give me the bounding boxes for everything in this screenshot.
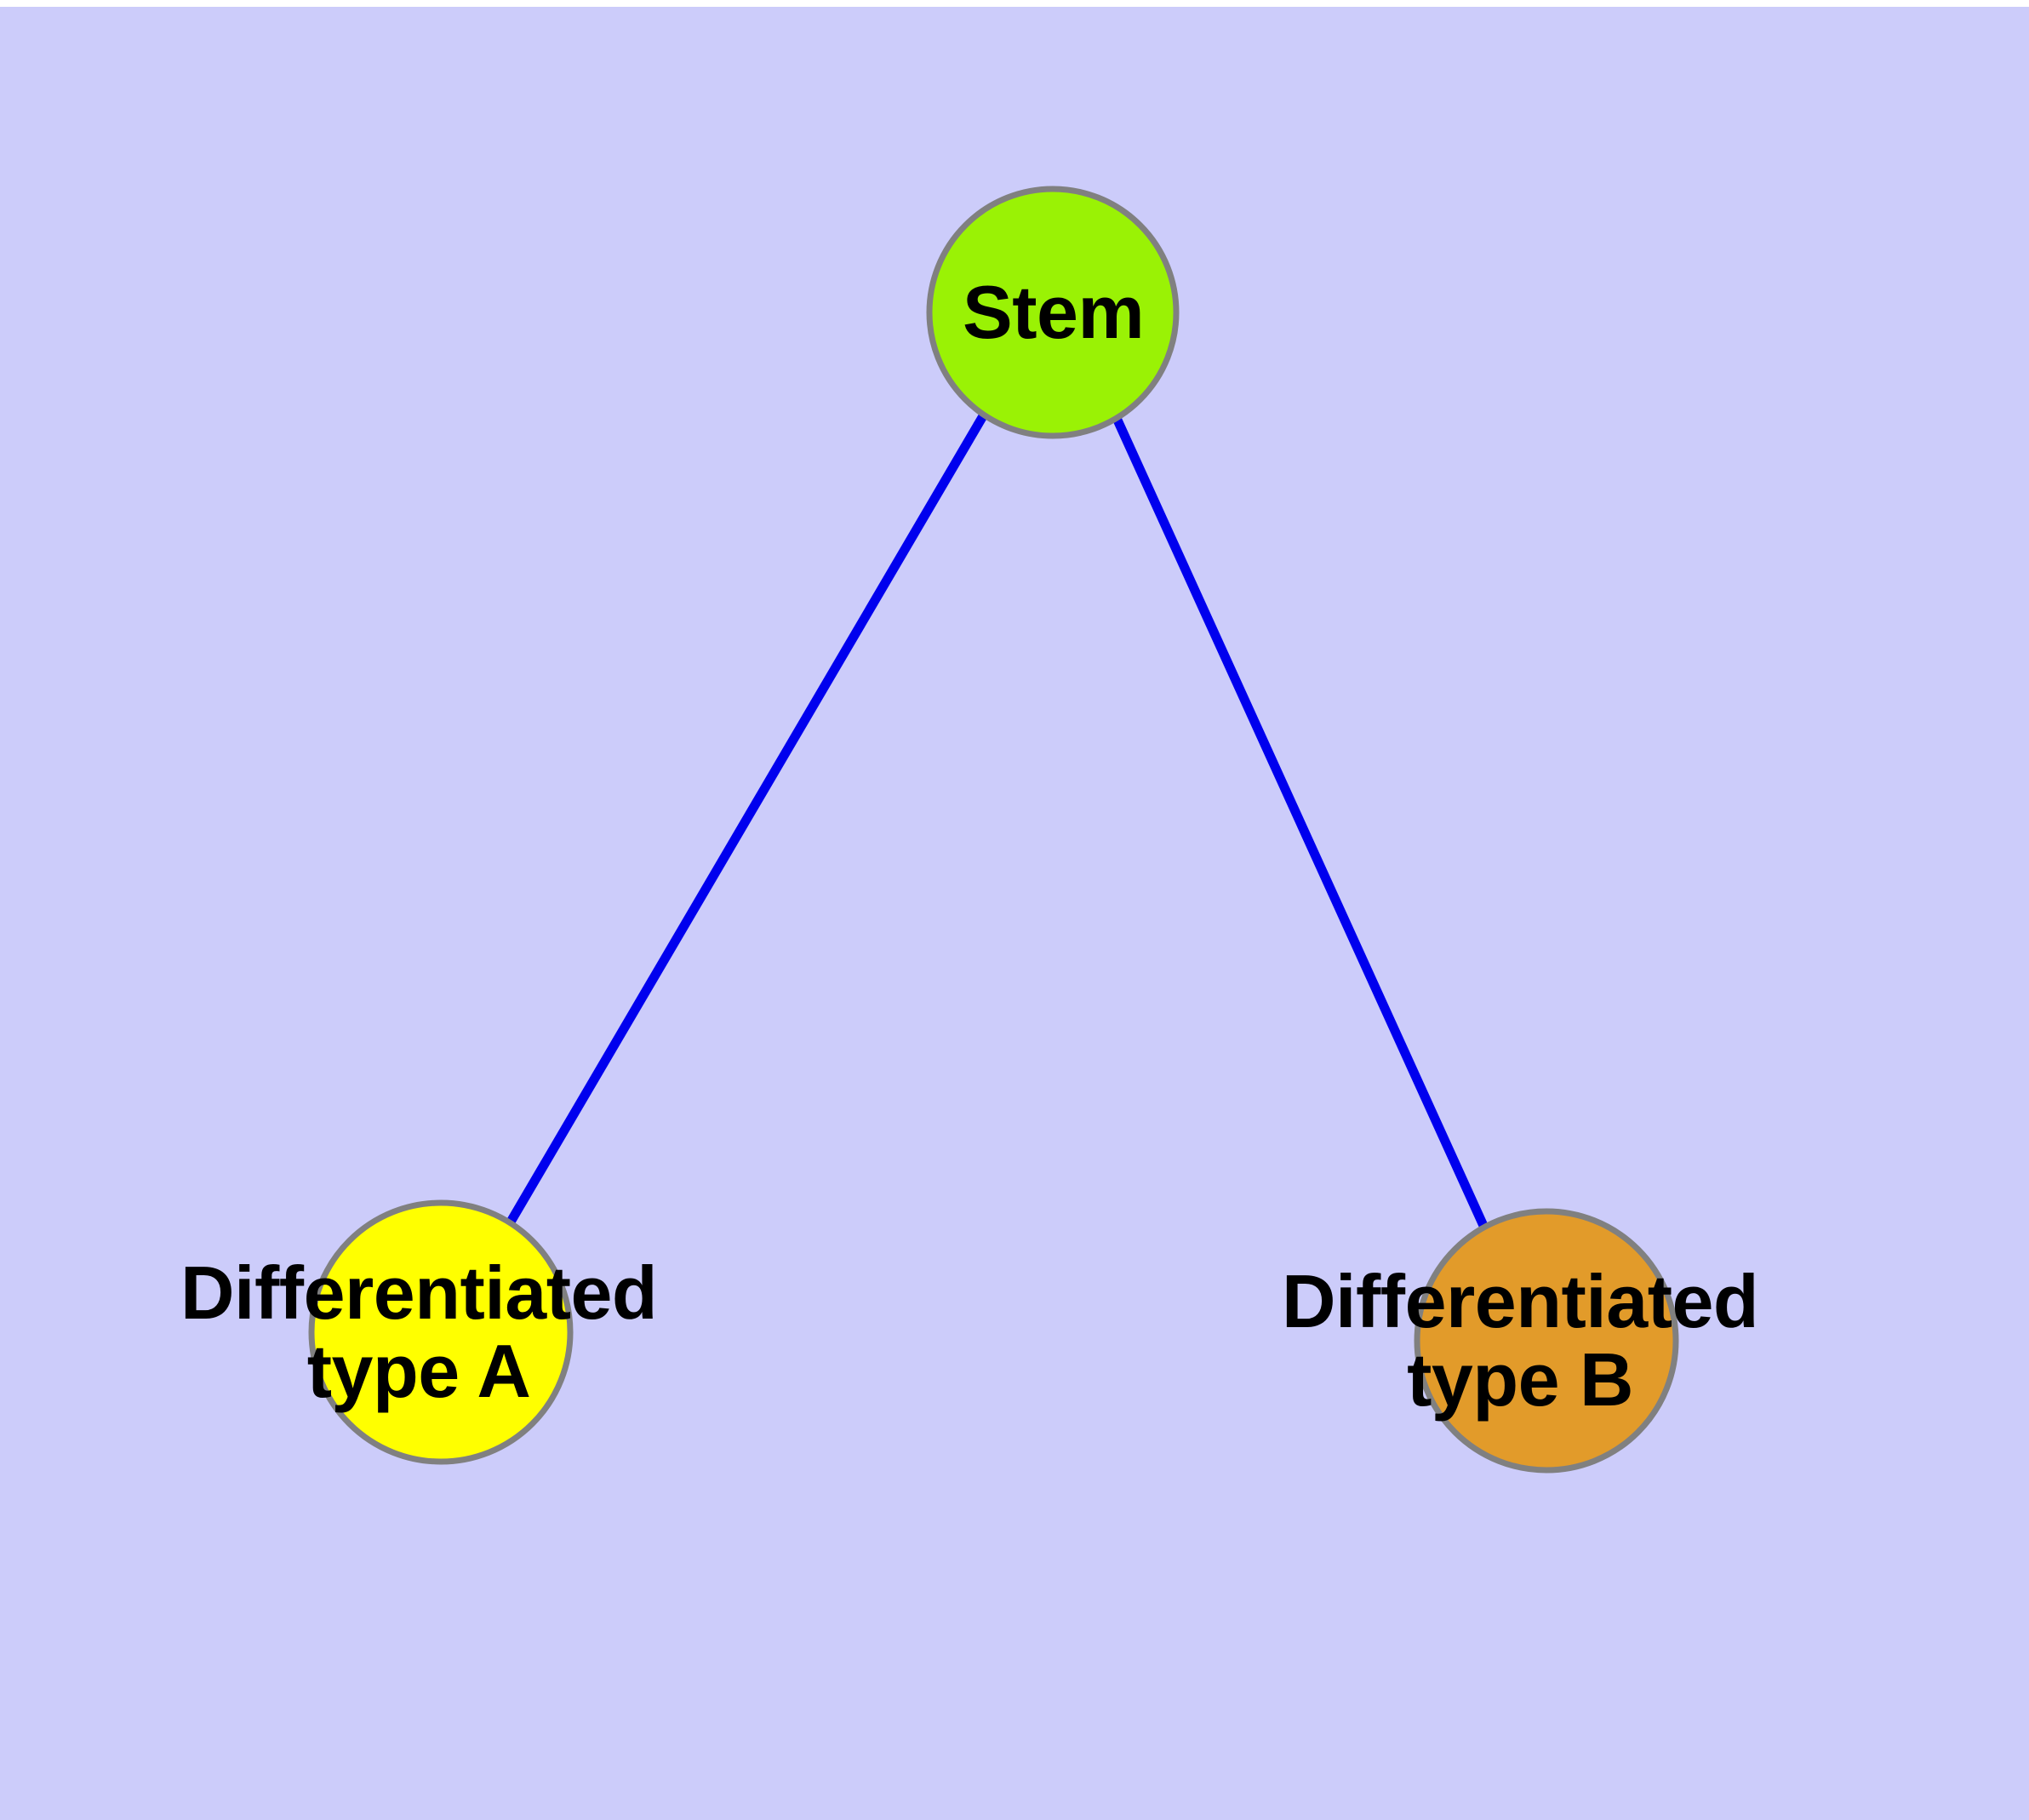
node-layer bbox=[308, 186, 1679, 1474]
graph-edge[interactable] bbox=[1111, 414, 1489, 1230]
graph-node-diff_a[interactable] bbox=[308, 1199, 574, 1465]
graph-node-stem[interactable] bbox=[926, 186, 1180, 439]
edge-layer bbox=[506, 412, 1489, 1230]
graph-edge[interactable] bbox=[506, 412, 988, 1226]
graph-node-diff_b[interactable] bbox=[1414, 1208, 1679, 1474]
